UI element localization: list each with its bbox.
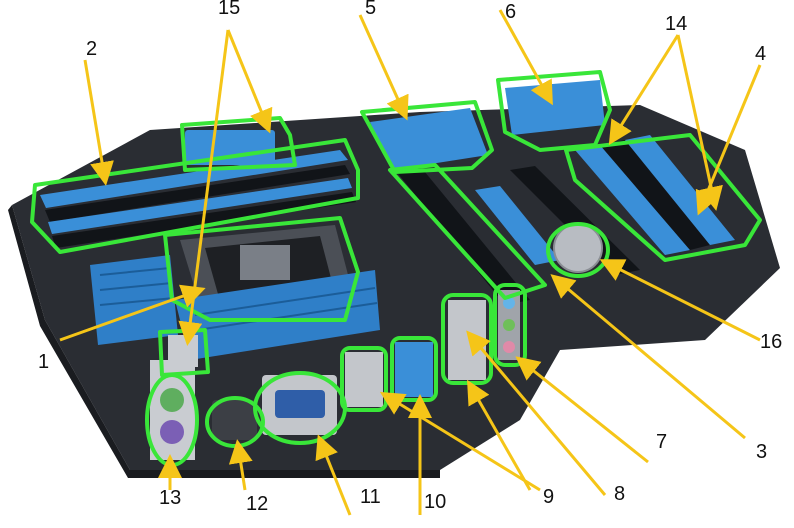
pointer-arrows xyxy=(59,9,762,516)
sata-ports xyxy=(505,80,605,135)
label-6: 6 xyxy=(505,1,516,23)
label-16: 16 xyxy=(760,331,782,353)
label-9: 9 xyxy=(543,486,554,508)
ram-slots-right xyxy=(575,135,735,255)
label-3: 3 xyxy=(756,441,767,463)
label-7: 7 xyxy=(656,431,667,453)
label-1: 1 xyxy=(38,351,49,373)
label-15: 15 xyxy=(218,0,240,19)
rear-io-panel xyxy=(150,290,520,460)
label-11: 11 xyxy=(360,486,381,508)
chipset-heatsink xyxy=(370,108,488,170)
label-2: 2 xyxy=(86,38,97,60)
label-14: 14 xyxy=(665,13,687,35)
highlight-outlines xyxy=(30,70,762,467)
label-10: 10 xyxy=(424,491,446,513)
label-5: 5 xyxy=(365,0,376,19)
label-13: 13 xyxy=(159,487,181,509)
cpu-power-connector xyxy=(168,335,198,367)
label-8: 8 xyxy=(614,483,625,505)
label-12: 12 xyxy=(246,493,268,515)
label-4: 4 xyxy=(755,43,766,65)
number-labels: 1 2 3 4 5 6 7 8 9 10 11 12 13 14 15 16 xyxy=(38,0,782,515)
atx-power-connector xyxy=(185,130,275,165)
cmos-battery xyxy=(553,223,603,273)
